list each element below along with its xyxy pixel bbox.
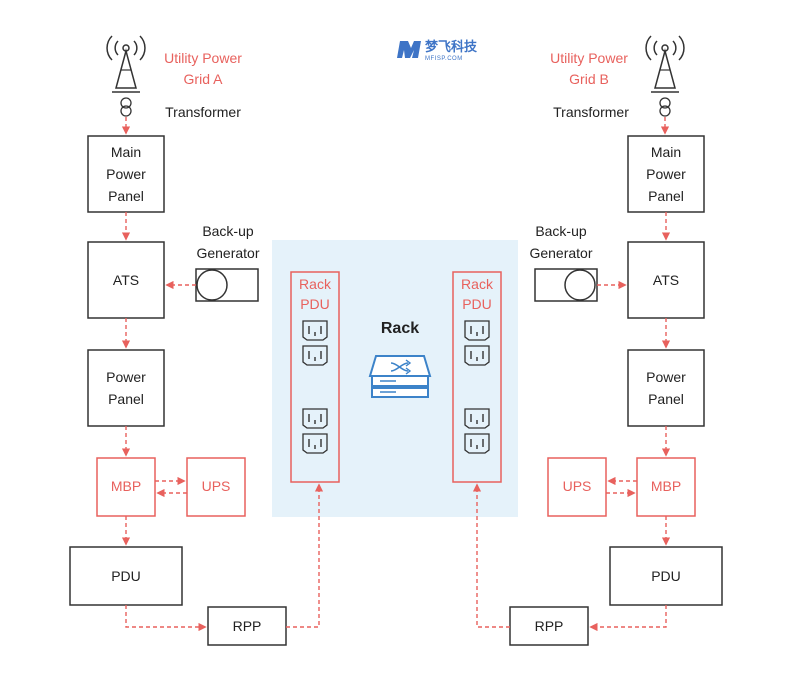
rack-pdu-left-line1: Rack: [299, 276, 332, 292]
svg-text:RPP: RPP: [233, 618, 262, 634]
generator-label-right-2: Generator: [529, 245, 592, 261]
svg-text:Power: Power: [106, 166, 146, 182]
connectors: [121, 117, 671, 632]
svg-text:ATS: ATS: [653, 272, 679, 288]
utility-tower-icon: [645, 35, 685, 93]
rpp-right: [509, 606, 589, 646]
transformer-label-right: Transformer: [553, 104, 629, 120]
svg-text:MBP: MBP: [111, 478, 141, 494]
rack-pdu-right-line1: Rack: [461, 276, 494, 292]
generator-label-right-1: Back-up: [535, 223, 587, 239]
generator-icon: [534, 268, 598, 302]
svg-text:UPS: UPS: [563, 478, 592, 494]
grid-a-line2: Grid A: [184, 71, 224, 87]
pdu-left: [69, 546, 183, 606]
generator-label-left-1: Back-up: [202, 223, 254, 239]
logo-name: 梦飞科技: [425, 39, 478, 54]
right-chain: Utility Power Grid B Transformer Main Po…: [509, 35, 723, 646]
arrow-rpp-rackpdu-left: [286, 483, 324, 628]
pdu-right: [609, 546, 723, 606]
grid-b-line2: Grid B: [569, 71, 609, 87]
mfisp-logo: 梦飞科技 MFISP.COM: [397, 39, 478, 62]
transformer-icon: [659, 97, 671, 117]
server-icon: [368, 355, 432, 398]
grid-b-line1: Utility Power: [550, 50, 628, 66]
svg-text:UPS: UPS: [202, 478, 231, 494]
svg-text:Panel: Panel: [108, 391, 144, 407]
logo-sub: MFISP.COM: [425, 56, 463, 62]
arrow-pdu-rpp-right: [589, 605, 667, 632]
rpp-left: [207, 606, 287, 646]
svg-text:Panel: Panel: [108, 188, 144, 204]
svg-text:Power: Power: [646, 369, 686, 385]
arrow-pdu-rpp-left: [125, 605, 207, 632]
utility-tower-icon: [106, 35, 146, 93]
mbp-right: [636, 457, 696, 517]
main-power-panel-right: [627, 135, 705, 213]
generator-icon: [195, 268, 259, 302]
svg-text:PDU: PDU: [651, 568, 681, 584]
svg-text:Main: Main: [111, 144, 141, 160]
left-chain: Utility Power Grid A Transformer Main Po…: [69, 35, 287, 646]
generator-label-left-2: Generator: [196, 245, 259, 261]
svg-text:Panel: Panel: [648, 188, 684, 204]
power-panel-left: [87, 349, 165, 427]
transformer-icon: [120, 97, 132, 117]
power-panel-right: [627, 349, 705, 427]
ups-left: [186, 457, 246, 517]
rack-title: Rack: [381, 320, 419, 337]
transformer-label-left: Transformer: [165, 104, 241, 120]
svg-text:Power: Power: [646, 166, 686, 182]
rack-pdu-right: Rack PDU: [452, 271, 502, 483]
rack-pdu-right-line2: PDU: [462, 296, 492, 312]
grid-a-line1: Utility Power: [164, 50, 242, 66]
svg-text:ATS: ATS: [113, 272, 139, 288]
arrow-rpp-rackpdu-right: [472, 483, 510, 628]
svg-text:Panel: Panel: [648, 391, 684, 407]
ups-right: [547, 457, 607, 517]
svg-text:PDU: PDU: [111, 568, 141, 584]
svg-text:Main: Main: [651, 144, 681, 160]
rack-pdu-left: Rack PDU: [290, 271, 340, 483]
svg-text:RPP: RPP: [535, 618, 564, 634]
rack-pdu-left-line2: PDU: [300, 296, 330, 312]
svg-text:Power: Power: [106, 369, 146, 385]
svg-text:MBP: MBP: [651, 478, 681, 494]
